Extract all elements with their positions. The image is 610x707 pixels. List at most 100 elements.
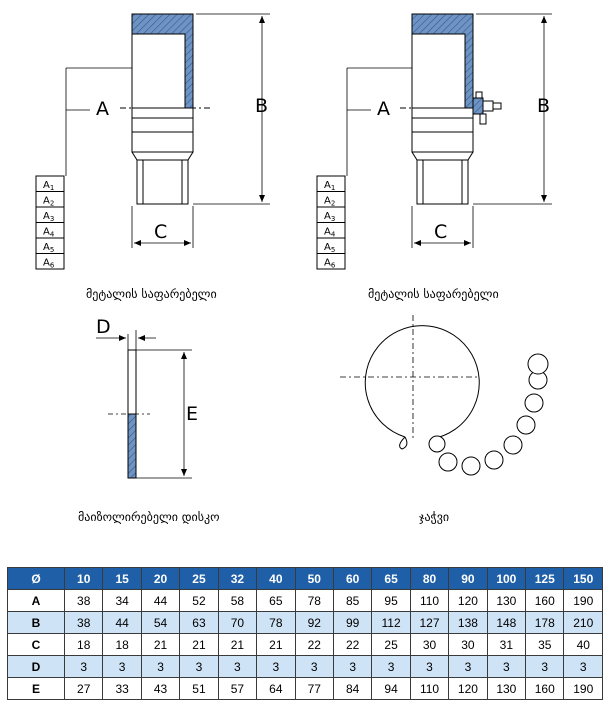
size-item-a1: A1 (324, 180, 335, 192)
table-cell: 210 (563, 611, 603, 634)
table-cell: 3 (525, 655, 565, 678)
table-cell: 138 (448, 611, 488, 634)
column-header: 60 (332, 567, 373, 590)
table-cell: 34 (102, 589, 142, 612)
table-cell: 3 (448, 655, 488, 678)
column-header: 125 (525, 567, 565, 590)
chain-drawing (340, 315, 549, 476)
table-cell: 130 (486, 589, 527, 612)
size-item-a2: A2 (43, 196, 54, 208)
table-cell: 18 (63, 633, 104, 656)
table-cell: 190 (563, 677, 603, 700)
size-item-a4: A4 (43, 227, 55, 239)
metal-cap-right-drawing (400, 13, 500, 205)
table-cell: 85 (332, 589, 373, 612)
table-cell: 110 (409, 589, 450, 612)
table-cell: 38 (63, 611, 104, 634)
table-cell: 21 (256, 633, 296, 656)
table-cell: 3 (102, 655, 142, 678)
size-item-a6: A6 (43, 258, 55, 270)
metal-cap-left-drawing (120, 13, 210, 205)
column-header: 10 (63, 567, 104, 590)
table-cell: 3 (563, 655, 603, 678)
dimension-b-left (193, 13, 270, 205)
label-a-left: A (96, 98, 109, 120)
table-cell: 92 (294, 611, 334, 634)
table-cell: 120 (448, 677, 488, 700)
table-cell: 52 (179, 589, 219, 612)
table-cell: 95 (371, 589, 411, 612)
column-header: 25 (179, 567, 219, 590)
table-cell: 51 (179, 677, 219, 700)
table-cell: 30 (448, 633, 488, 656)
caption-metal-cap-left: მეტალის საფარებელი (86, 287, 217, 301)
size-item-a5: A5 (43, 242, 54, 254)
table-cell: 3 (140, 655, 181, 678)
table-row: A 38 34 44 52 58 65 78 85 95 110 120 130… (7, 589, 603, 612)
column-header: 150 (563, 567, 603, 590)
table-cell: 110 (409, 677, 450, 700)
size-item-a5: A5 (324, 242, 335, 254)
table-cell: 78 (256, 611, 296, 634)
dimension-a-left (65, 67, 132, 176)
column-header: 32 (217, 567, 258, 590)
column-header: 20 (140, 567, 181, 590)
table-cell: 65 (256, 589, 296, 612)
table-cell: 22 (332, 633, 373, 656)
size-list-left: A1 A2 A3 A4 A5 A6 (35, 175, 65, 270)
table-cell: 27 (63, 677, 104, 700)
table-cell: 99 (332, 611, 373, 634)
column-header: 90 (448, 567, 488, 590)
caption-gasket: მაიზოლირებელი დისკო (78, 510, 220, 524)
column-header: 80 (409, 567, 450, 590)
size-item-a1: A1 (43, 180, 54, 192)
column-header: 50 (294, 567, 334, 590)
table-header-row: Ø 10 15 20 25 32 40 50 60 65 80 90 100 1… (7, 567, 603, 590)
row-header: C (7, 633, 65, 656)
size-item-a6: A6 (324, 258, 336, 270)
table-cell: 43 (140, 677, 181, 700)
table-cell: 21 (179, 633, 219, 656)
valve-fitting (472, 91, 502, 125)
table-cell: 3 (409, 655, 450, 678)
label-a-right: A (377, 98, 390, 120)
table-cell: 33 (102, 677, 142, 700)
table-cell: 38 (63, 589, 104, 612)
table-cell: 3 (63, 655, 104, 678)
table-cell: 148 (486, 611, 527, 634)
table-cell: 77 (294, 677, 334, 700)
table-cell: 70 (217, 611, 258, 634)
table-cell: 64 (256, 677, 296, 700)
dimension-a-right (346, 67, 412, 176)
table-cell: 63 (179, 611, 219, 634)
table-cell: 30 (409, 633, 450, 656)
label-d: D (96, 316, 111, 338)
table-cell: 21 (217, 633, 258, 656)
technical-drawing: A B C A1 A2 A3 A4 A5 A6 (35, 13, 552, 479)
table-row: E 27 33 43 51 57 64 77 84 94 110 120 130… (7, 677, 603, 700)
size-item-a3: A3 (324, 211, 335, 223)
table-cell: 78 (294, 589, 334, 612)
table-cell: 3 (332, 655, 373, 678)
label-b-right: B (537, 95, 550, 117)
table-cell: 120 (448, 589, 488, 612)
label-c-left: C (154, 221, 167, 243)
label-b-left: B (255, 95, 268, 117)
dimension-b-right (473, 13, 552, 205)
dimensions-table: Ø 10 15 20 25 32 40 50 60 65 80 90 100 1… (7, 567, 603, 700)
dimension-c-right (411, 206, 474, 248)
size-item-a4: A4 (324, 227, 336, 239)
table-row: D 3 3 3 3 3 3 3 3 3 3 3 3 3 3 (7, 655, 603, 678)
table-cell: 3 (371, 655, 411, 678)
table-cell: 3 (179, 655, 219, 678)
table-cell: 31 (486, 633, 527, 656)
table-row: C 18 18 21 21 21 21 22 22 25 30 30 31 35… (7, 633, 603, 656)
row-header: B (7, 611, 65, 634)
table-cell: 25 (371, 633, 411, 656)
row-header: A (7, 589, 65, 612)
caption-metal-cap-right: მეტალის საფარებელი (368, 287, 499, 301)
column-header: 65 (371, 567, 411, 590)
table-cell: 112 (371, 611, 411, 634)
table-cell: 94 (371, 677, 411, 700)
table-cell: 44 (140, 589, 181, 612)
